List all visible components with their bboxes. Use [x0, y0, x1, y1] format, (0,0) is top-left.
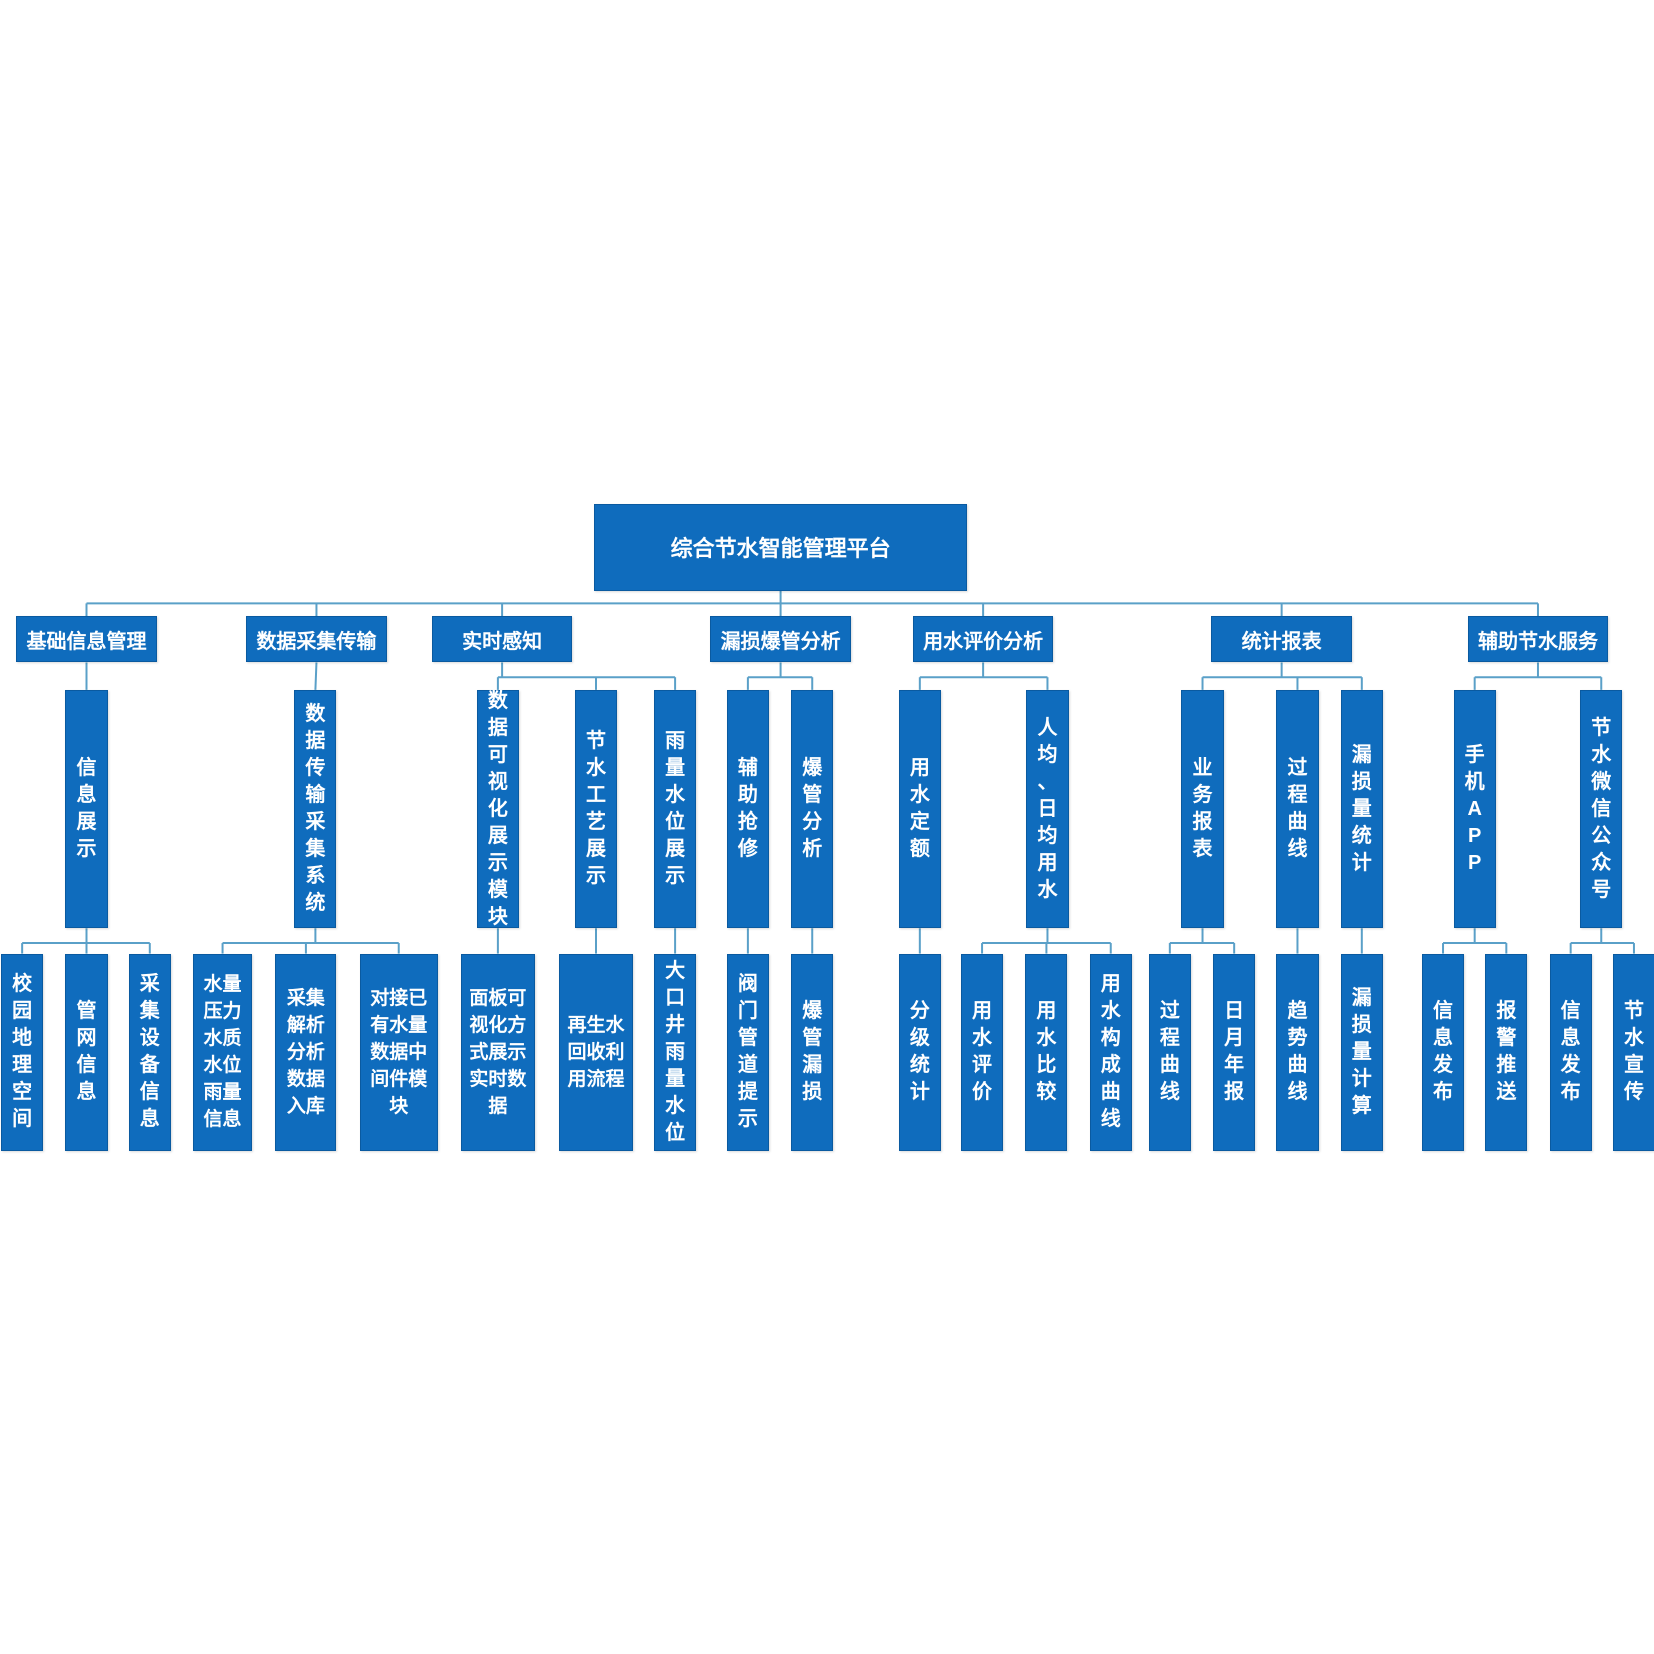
- submodule-node: 节 水 微 信 公 众 号: [1580, 689, 1623, 929]
- leaf-node: 面板可 视化方 式展示 实时数 据: [460, 953, 535, 1151]
- module-node: 数据采集传输: [246, 616, 387, 663]
- module-node: 实时感知: [431, 616, 573, 663]
- leaf-node: 报 警 推 送: [1485, 953, 1528, 1151]
- module-node: 漏损爆管分析: [710, 616, 851, 663]
- leaf-node: 对接已 有水量 数据中 间件模 块: [359, 953, 438, 1151]
- leaf-node: 日 月 年 报: [1213, 953, 1256, 1151]
- leaf-node: 管 网 信 息: [65, 953, 108, 1151]
- submodule-node: 爆 管 分 析: [791, 689, 834, 929]
- submodule-node: 辅 助 抢 修: [726, 689, 769, 929]
- submodule-node: 过 程 曲 线: [1276, 689, 1319, 929]
- submodule-node: 人 均 、 日 均 用 水: [1026, 689, 1069, 929]
- leaf-node: 信 息 发 布: [1421, 953, 1465, 1151]
- module-node: 用水评价分析: [912, 616, 1054, 663]
- leaf-node: 用 水 比 较: [1025, 953, 1068, 1151]
- submodule-node: 数 据 可 视 化 展 示 模 块: [476, 690, 519, 929]
- leaf-node: 过 程 曲 线: [1148, 953, 1191, 1151]
- leaf-node: 采集 解析 分析 数据 入库: [275, 953, 337, 1151]
- module-node: 辅助节水服务: [1467, 616, 1609, 663]
- submodule-node: 数 据 传 输 采 集 系 统: [294, 689, 337, 929]
- connector-line: [314, 662, 318, 690]
- leaf-node: 爆 管 漏 损: [791, 953, 834, 1151]
- submodule-node: 漏 损 量 统 计: [1340, 689, 1383, 929]
- leaf-node: 信 息 发 布: [1549, 953, 1592, 1151]
- submodule-node: 信 息 展 示: [65, 689, 108, 929]
- submodule-node: 用 水 定 额: [898, 689, 941, 929]
- leaf-node: 漏 损 量 计 算: [1340, 953, 1383, 1151]
- submodule-node: 节 水 工 艺 展 示: [574, 689, 618, 929]
- submodule-node: 手 机 A P P: [1453, 689, 1496, 929]
- leaf-node: 趋 势 曲 线: [1276, 953, 1319, 1151]
- leaf-node: 采 集 设 备 信 息: [128, 953, 171, 1151]
- leaf-node: 再生水 回收利 用流程: [559, 953, 633, 1151]
- leaf-node: 分 级 统 计: [898, 953, 941, 1151]
- leaf-node: 用 水 构 成 曲 线: [1089, 953, 1132, 1151]
- leaf-node: 校 园 地 理 空 间: [1, 953, 44, 1151]
- leaf-node: 水量 压力 水质 水位 雨量 信息: [193, 953, 253, 1151]
- leaf-node: 大 口 井 雨 量 水 位: [654, 953, 697, 1151]
- submodule-node: 业 务 报 表: [1181, 689, 1224, 929]
- leaf-node: 阀 门 管 道 提 示: [726, 953, 769, 1151]
- module-node: 基础信息管理: [16, 616, 157, 663]
- root-node: 综合节水智能管理平台: [593, 504, 968, 591]
- leaf-node: 节 水 宣 传: [1612, 953, 1654, 1151]
- module-node: 统计报表: [1211, 616, 1352, 663]
- leaf-node: 用 水 评 价: [960, 953, 1004, 1151]
- submodule-node: 雨 量 水 位 展 示: [654, 689, 697, 929]
